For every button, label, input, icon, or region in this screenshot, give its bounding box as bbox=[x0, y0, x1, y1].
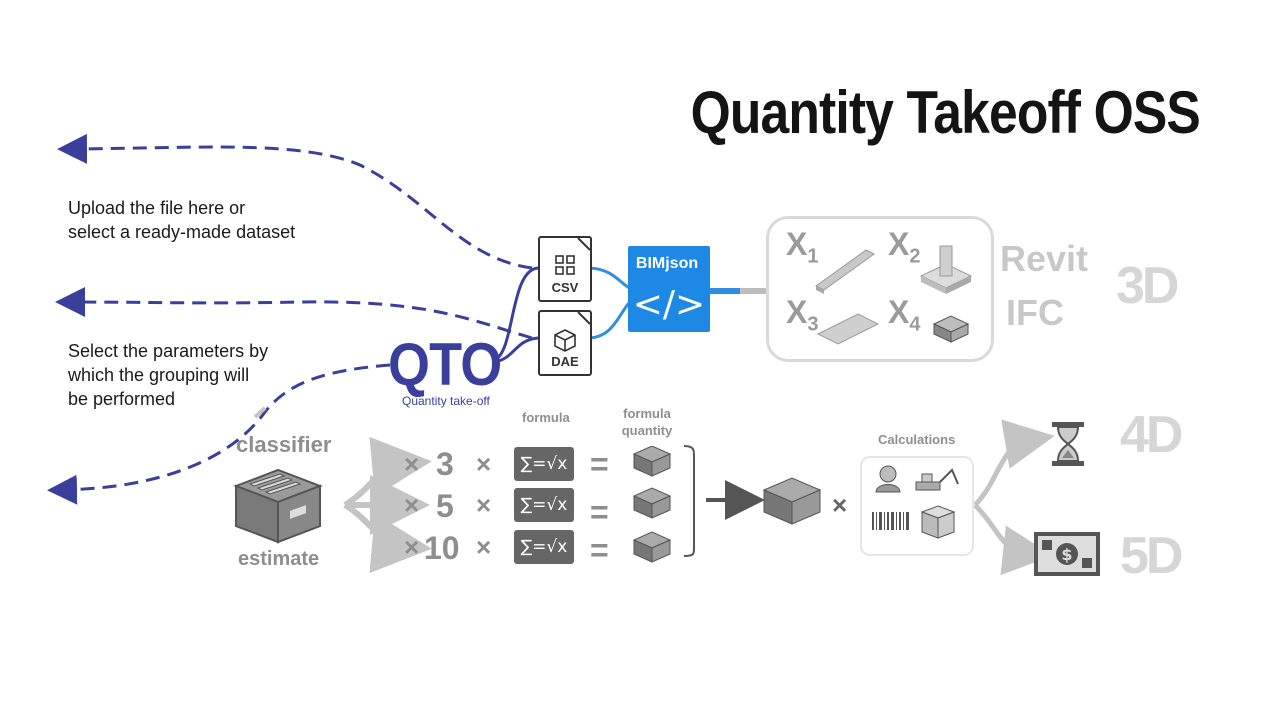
equals-symbol: = bbox=[590, 494, 609, 530]
quantity-blocks-icon bbox=[632, 446, 672, 563]
element-x2: X2 bbox=[888, 226, 921, 268]
dae-file[interactable]: DAE bbox=[538, 310, 592, 376]
file-document-icon bbox=[538, 236, 592, 302]
calculations-box bbox=[860, 456, 974, 556]
element-x3: X3 bbox=[786, 294, 819, 336]
svg-text:$: $ bbox=[1061, 545, 1072, 564]
csv-file[interactable]: CSV bbox=[538, 236, 592, 302]
dae-label: DAE bbox=[551, 354, 579, 369]
estimate-label: estimate bbox=[238, 548, 320, 570]
cube-icon bbox=[554, 311, 591, 352]
element-x1: X1 bbox=[786, 226, 819, 268]
times-symbol: × bbox=[404, 532, 420, 562]
grid-icon bbox=[555, 237, 591, 275]
classifier-label: classifier bbox=[236, 432, 332, 457]
code-icon: </> bbox=[632, 284, 706, 325]
qto-subtitle: Quantity take-off bbox=[402, 394, 490, 408]
total-blocks-icon bbox=[762, 477, 822, 525]
formula-quantity-header: formula quantity bbox=[621, 406, 673, 438]
parameters-arrow bbox=[55, 287, 533, 340]
upload-description: Upload the file here or select a ready-m… bbox=[68, 198, 296, 242]
upload-arrow bbox=[57, 133, 533, 270]
multiplier-3: 3 bbox=[436, 446, 454, 482]
dimension-3d: 3D bbox=[1116, 257, 1180, 315]
qto-logo: QTO bbox=[388, 331, 502, 398]
equals-symbol: = bbox=[590, 446, 609, 482]
calculations-label: Calculations bbox=[878, 432, 956, 447]
equals-symbol: = bbox=[590, 532, 609, 568]
file-document-icon bbox=[538, 310, 592, 376]
times-symbol: × bbox=[476, 532, 492, 562]
times-symbol: × bbox=[476, 449, 492, 479]
multiplier-5: 5 bbox=[436, 488, 454, 524]
multiplier-10: 10 bbox=[424, 530, 460, 566]
page-title: Quantity Takeoff OSS bbox=[690, 79, 1201, 146]
formula-icon: ∑=√x bbox=[514, 447, 574, 481]
excavator-icon bbox=[915, 468, 959, 491]
formula-icon: ∑=√x bbox=[514, 488, 574, 522]
revit-label: Revit bbox=[1000, 238, 1089, 279]
dimension-5d: 5D bbox=[1120, 527, 1184, 585]
elements-box bbox=[766, 216, 994, 362]
barcode-icon bbox=[872, 512, 909, 530]
csv-label: CSV bbox=[551, 280, 579, 295]
filing-cabinet-icon bbox=[233, 468, 323, 544]
hourglass-icon bbox=[1052, 422, 1084, 466]
times-symbol: × bbox=[832, 490, 848, 520]
worker-icon bbox=[875, 465, 901, 493]
bimjson-box bbox=[628, 246, 710, 332]
formula-header: formula bbox=[522, 410, 570, 425]
bimjson-label: BIMjson bbox=[635, 255, 699, 272]
times-symbol: × bbox=[476, 490, 492, 520]
calculations-icons bbox=[872, 465, 959, 539]
element-shapes bbox=[815, 245, 973, 345]
times-symbol: × bbox=[404, 490, 420, 520]
element-x4: X4 bbox=[888, 294, 921, 336]
times-symbol: × bbox=[404, 449, 420, 479]
formula-icon: ∑=√x bbox=[514, 530, 574, 564]
ifc-label: IFC bbox=[1006, 292, 1064, 333]
parameters-description: Select the parameters by which the group… bbox=[68, 341, 269, 409]
dimension-4d: 4D bbox=[1120, 406, 1184, 464]
classifier-arrow bbox=[47, 363, 391, 505]
box-icon bbox=[920, 505, 956, 539]
money-icon: $ bbox=[1034, 532, 1100, 576]
